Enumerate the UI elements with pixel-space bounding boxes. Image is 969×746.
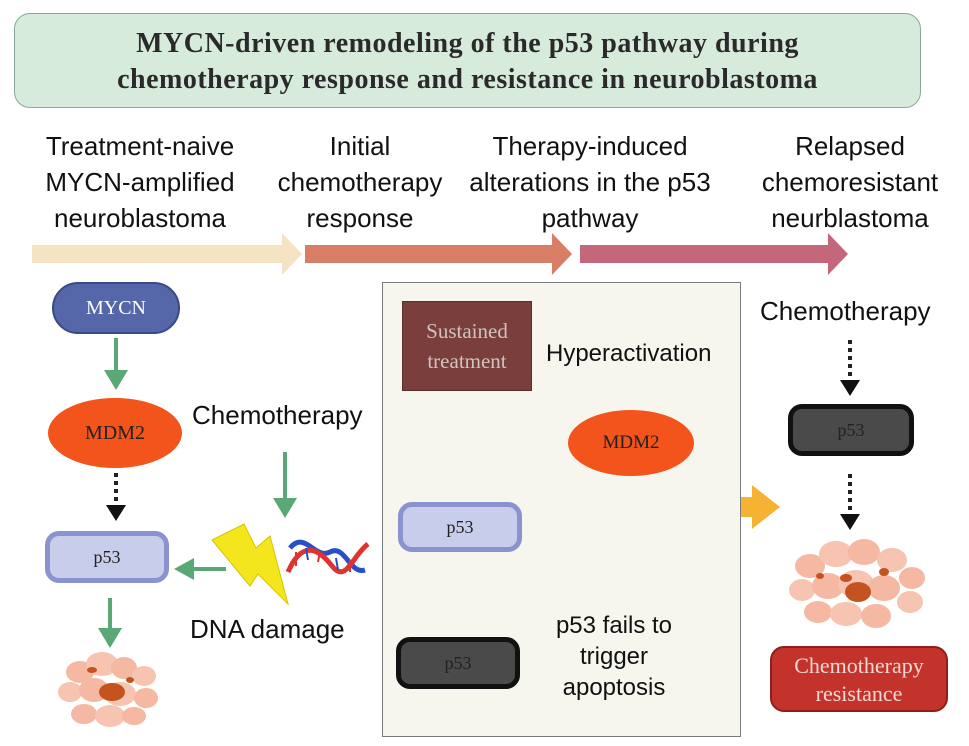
stage-2-line-1: Initial <box>329 131 391 161</box>
transition-arrow <box>714 485 780 529</box>
mdm2-label-left: MDM2 <box>84 421 145 444</box>
chemotherapy-label-right: Chemotherapy <box>760 296 931 326</box>
title-line-1: MYCN-driven remodeling of the p53 pathwa… <box>136 28 799 59</box>
sustained-label-line-1: Sustained <box>426 319 508 343</box>
stage-label-therapy-induced: Therapy-induced alterations in the p53 p… <box>455 128 725 236</box>
stage-label-initial-response: Initial chemotherapy response <box>255 128 465 236</box>
stage-4-line-2: chemoresistant <box>761 167 939 197</box>
p53-to-tumor-arrow <box>98 598 122 648</box>
stage-1-line-3: neuroblastoma <box>54 203 226 233</box>
stage-3-line-2: alterations in the p53 <box>469 167 711 197</box>
right-chemo-to-p53-dotted-arrow <box>840 340 860 396</box>
dna-helix-icon <box>285 539 370 575</box>
stage-2-line-2: chemotherapy <box>277 167 443 197</box>
stage-label-treatment-naive: Treatment-naive MYCN-amplified neuroblas… <box>20 128 260 236</box>
p53-label-right: p53 <box>837 419 865 440</box>
chemotherapy-resistance-box: Chemotherapy resistance <box>770 646 948 712</box>
sustained-label-line-2: treatment <box>427 349 507 373</box>
mdm2-node-middle: MDM2 <box>568 410 694 476</box>
lightning-icon <box>211 523 289 606</box>
stage-3-line-1: Therapy-induced <box>492 131 688 161</box>
resistance-label-line-1: Chemotherapy <box>794 653 924 678</box>
chemo-down-arrow <box>273 452 297 518</box>
p53-fails-line-1: p53 fails to <box>555 612 673 639</box>
p53-fails-line-2: trigger <box>579 643 649 670</box>
hyperactivation-label: Hyperactivation <box>546 340 712 367</box>
stage-arrow-3 <box>580 233 848 275</box>
tumor-cells-icon-right <box>789 539 925 628</box>
resistance-label-line-2: resistance <box>815 681 903 706</box>
dna-damage-to-p53-arrow <box>174 558 226 580</box>
dna-damage-label: DNA damage <box>190 614 345 644</box>
stage-4-line-1: Relapsed <box>795 131 905 161</box>
p53-fails-line-3: apoptosis <box>562 674 666 701</box>
right-p53-to-tumor-dotted-arrow <box>840 474 860 530</box>
title-banner: MYCN-driven remodeling of the p53 pathwa… <box>14 13 921 108</box>
p53-label-middle-inactive: p53 <box>444 652 472 673</box>
p53-label-left: p53 <box>93 546 121 567</box>
p53-inactive-node-right: p53 <box>788 404 914 456</box>
stage-arrow-2 <box>305 233 572 275</box>
mycn-label: MYCN <box>85 296 146 319</box>
chemotherapy-label-left: Chemotherapy <box>192 400 363 430</box>
stage-label-relapsed: Relapsed chemoresistant neurblastoma <box>745 128 955 236</box>
mdm2-label-middle: MDM2 <box>602 432 660 453</box>
stage-1-line-2: MYCN-amplified <box>45 167 235 197</box>
stage-2-line-3: response <box>306 203 414 233</box>
stage-3-line-3: pathway <box>541 203 639 233</box>
title-line-2: chemotherapy response and resistance in … <box>117 64 818 95</box>
p53-fails-label: p53 fails to trigger apoptosis <box>534 610 694 703</box>
tumor-cells-icon-left <box>58 652 158 727</box>
stage-arrow-1 <box>32 233 302 275</box>
p53-active-node-middle: p53 <box>398 502 522 552</box>
mdm2-to-p53-dotted-arrow <box>106 473 126 521</box>
p53-active-node-left: p53 <box>45 531 169 583</box>
mdm2-node-left: MDM2 <box>48 398 182 468</box>
stage-4-line-3: neurblastoma <box>771 203 929 233</box>
mycn-node: MYCN <box>52 282 180 334</box>
sustained-treatment-box: Sustained treatment <box>402 301 532 391</box>
stage-1-line-1: Treatment-naive <box>45 131 235 161</box>
p53-inactive-node-middle: p53 <box>396 637 520 689</box>
p53-label-middle-active: p53 <box>446 516 474 537</box>
mycn-to-mdm2-arrow <box>104 338 128 390</box>
